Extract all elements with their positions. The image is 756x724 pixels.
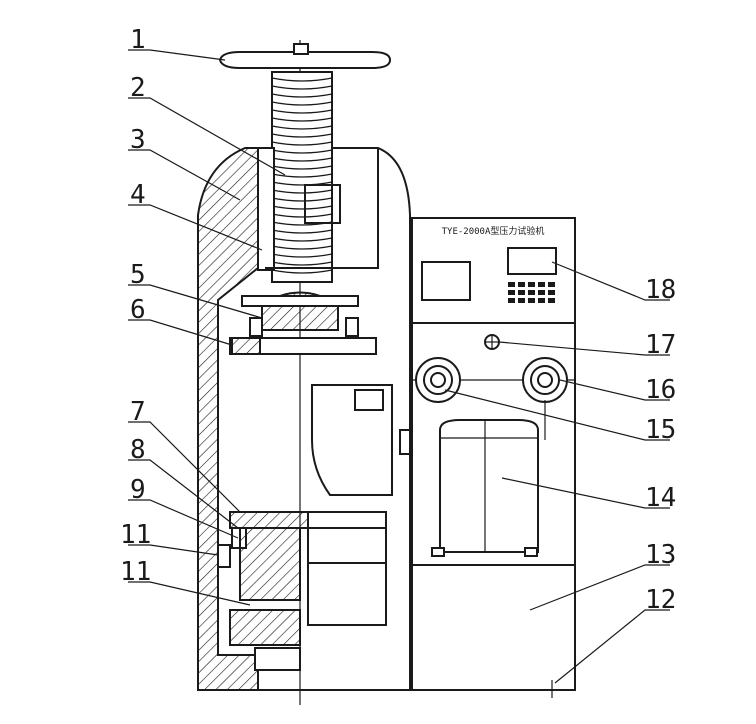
- screw-thread: [271, 213, 333, 218]
- callout-7: 7: [130, 397, 146, 427]
- callout-5: 5: [130, 260, 146, 290]
- screw-thread: [271, 125, 333, 130]
- callout-10: 11: [120, 520, 151, 550]
- leader-lines: [128, 49, 670, 684]
- lower-piston: [217, 511, 387, 671]
- keypad-key: [548, 282, 555, 287]
- keypad-key: [518, 298, 525, 303]
- screw-thread: [271, 133, 333, 138]
- keypad-key: [508, 298, 515, 303]
- callout-9: 9: [130, 475, 146, 505]
- handwheel: [218, 43, 392, 69]
- callout-8: 8: [130, 435, 146, 465]
- screw-thread: [271, 157, 333, 162]
- callout-18: 18: [645, 275, 676, 305]
- keypad-key: [528, 282, 535, 287]
- callout-2: 2: [130, 73, 146, 103]
- keypad-key: [508, 282, 515, 287]
- keypad-key: [538, 290, 545, 295]
- control-cabinet: [411, 217, 576, 698]
- keypad-key: [508, 290, 515, 295]
- screw-thread: [271, 205, 333, 210]
- callout-11: 11: [120, 557, 151, 587]
- screw-thread: [271, 261, 333, 266]
- screw-thread: [271, 101, 333, 106]
- keypad-key: [528, 290, 535, 295]
- screw-thread: [271, 85, 333, 90]
- callout-16: 16: [645, 375, 676, 405]
- screw-thread: [271, 229, 333, 234]
- upper-crosshead: [257, 147, 379, 271]
- control-panel: [411, 217, 576, 324]
- screw-thread: [271, 189, 333, 194]
- callout-4: 4: [130, 180, 146, 210]
- screw-thread: [271, 165, 333, 170]
- screw-thread: [271, 237, 333, 242]
- panel-title: TYE-2000A型压力试验机: [442, 225, 545, 237]
- screw-thread: [271, 253, 333, 258]
- callout-14: 14: [645, 483, 676, 513]
- callout-6: 6: [130, 295, 146, 325]
- callout-1: 1: [130, 25, 146, 55]
- screw-thread: [271, 117, 333, 122]
- screw-thread: [271, 93, 333, 98]
- keypad-key: [548, 290, 555, 295]
- screw-thread: [271, 141, 333, 146]
- callout-13: 13: [645, 540, 676, 570]
- left-valve: [415, 357, 461, 403]
- callout-17: 17: [645, 330, 676, 360]
- screw-thread: [271, 197, 333, 202]
- screw-thread: [271, 173, 333, 178]
- lead-screw: [271, 71, 333, 283]
- screw-thread: [271, 149, 333, 154]
- keypad-key: [528, 298, 535, 303]
- upper-platen: [229, 291, 377, 355]
- callout-15: 15: [645, 415, 676, 445]
- keypad: [508, 282, 555, 303]
- screw-thread: [271, 245, 333, 250]
- pipe-housing: [311, 384, 411, 496]
- right-display: [507, 247, 557, 275]
- keypad-key: [538, 282, 545, 287]
- callout-3: 3: [130, 125, 146, 155]
- screw-thread: [271, 181, 333, 186]
- screw-thread: [271, 77, 333, 82]
- keypad-key: [538, 298, 545, 303]
- screw-thread: [271, 269, 333, 274]
- keypad-key: [518, 282, 525, 287]
- callout-12: 12: [645, 585, 676, 615]
- keypad-key: [548, 298, 555, 303]
- left-display: [421, 261, 471, 301]
- labels: TYE-2000A型压力试验机 1 2 3 4 5 6 7 8 9 11 11 …: [120, 25, 676, 615]
- screw-thread: [271, 109, 333, 114]
- keypad-key: [518, 290, 525, 295]
